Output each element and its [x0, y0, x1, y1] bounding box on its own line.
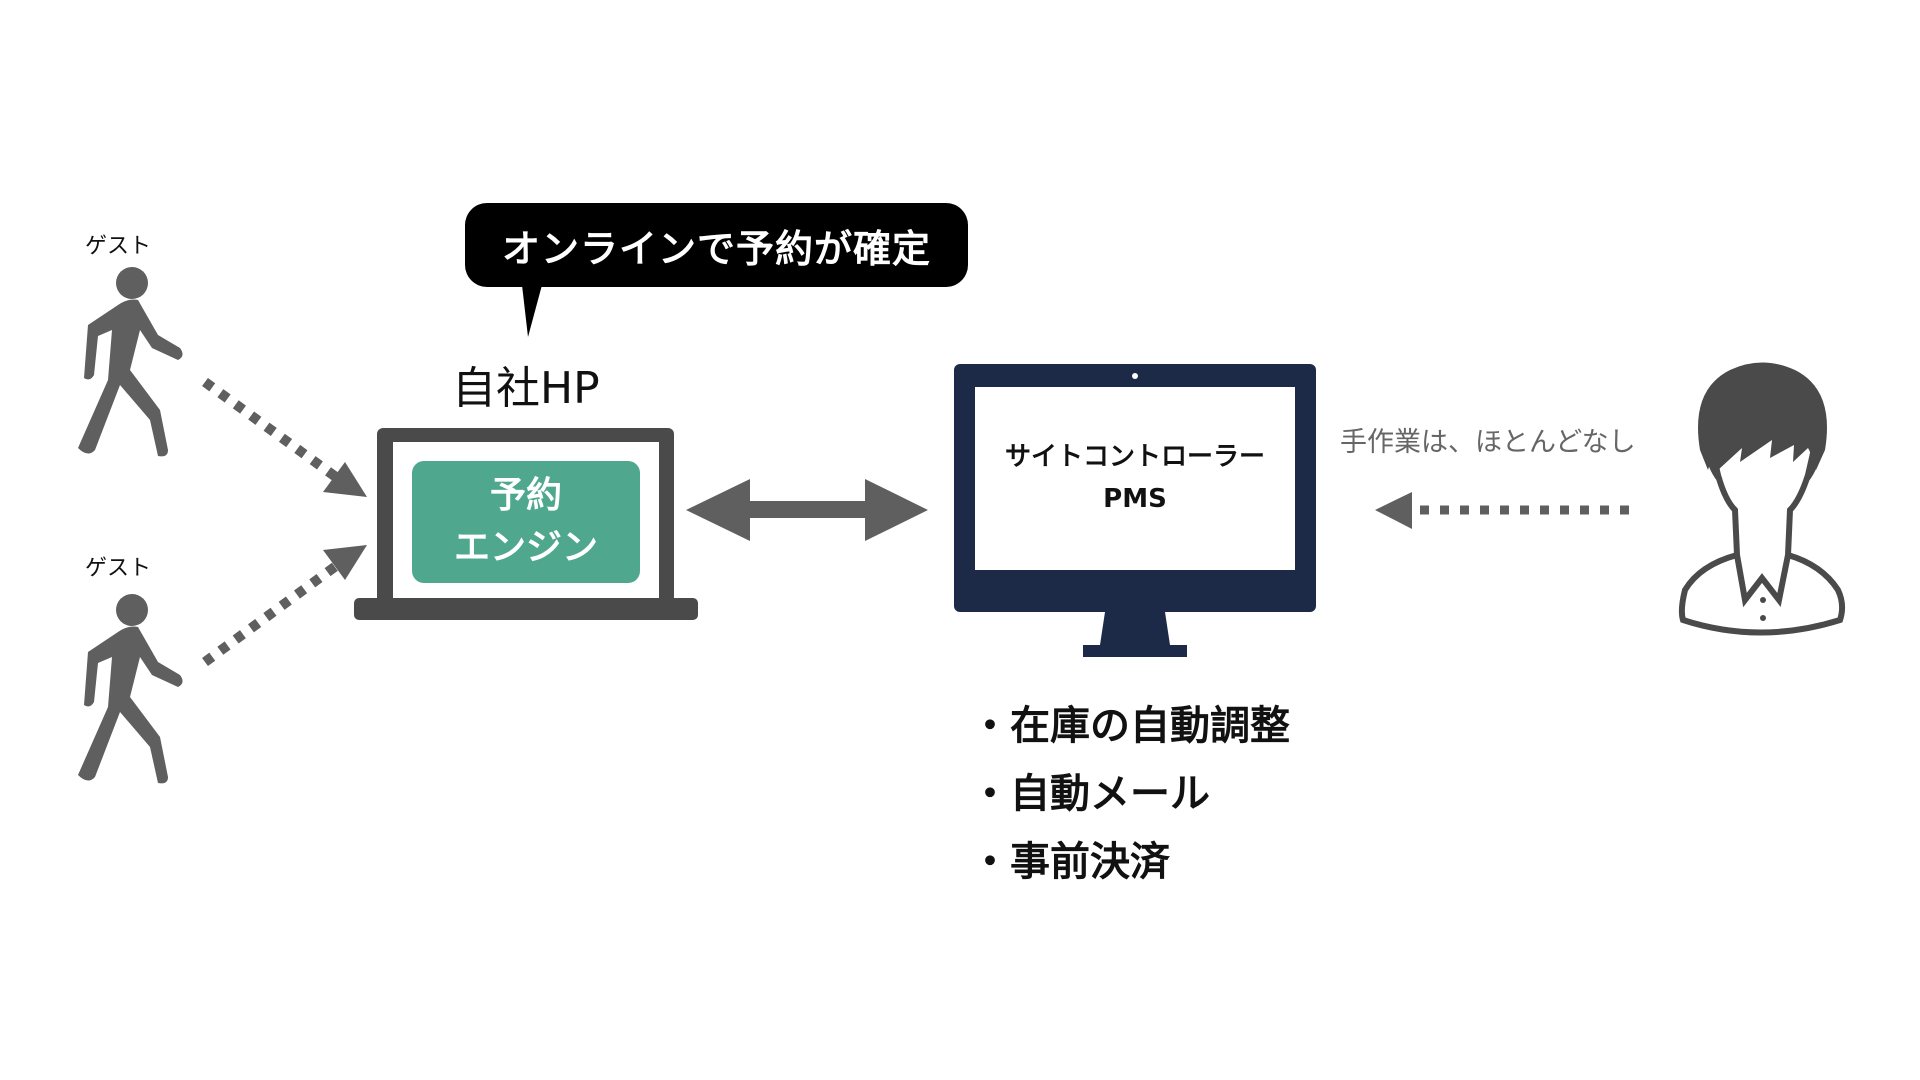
double-arrow-icon [686, 479, 928, 541]
booking-engine-line-2: エンジン [453, 527, 598, 568]
own-site-label: 自社HP [452, 363, 600, 414]
walking-person-icon [78, 594, 183, 784]
manual-work-note: 手作業は、ほとんどなし [1340, 427, 1636, 458]
guest-label: ゲスト [84, 234, 151, 259]
system-screen-text: サイトコントローラー PMS [975, 387, 1295, 570]
feature-item: ・事前決済 [970, 839, 1170, 885]
callout-online-booking: オンラインで予約が確定 [465, 203, 968, 287]
guest-label: ゲスト [84, 556, 151, 581]
booking-engine-line-1: 予約 [489, 474, 562, 516]
pms-label: PMS [1103, 483, 1167, 514]
callout-tail [522, 285, 542, 337]
staff-hair [1698, 362, 1827, 470]
feature-item: ・自動メール [970, 771, 1210, 817]
feature-item: ・在庫の自動調整 [970, 703, 1290, 749]
dotted-arrow-guest2-to-site [202, 545, 367, 667]
monitor-icon [954, 364, 1316, 657]
staff-person-icon [1678, 439, 1846, 636]
shirt-button [1760, 615, 1766, 621]
walking-person-icon [78, 267, 183, 457]
site-controller-label: サイトコントローラー [1004, 441, 1265, 472]
dotted-arrow-staff-to-system [1375, 492, 1640, 529]
feature-list: ・在庫の自動調整 ・自動メール ・事前決済 [970, 692, 1290, 896]
booking-engine-box: 予約 エンジン [412, 461, 640, 583]
dotted-arrow-guest1-to-site [202, 377, 367, 497]
shirt-button [1760, 597, 1766, 603]
